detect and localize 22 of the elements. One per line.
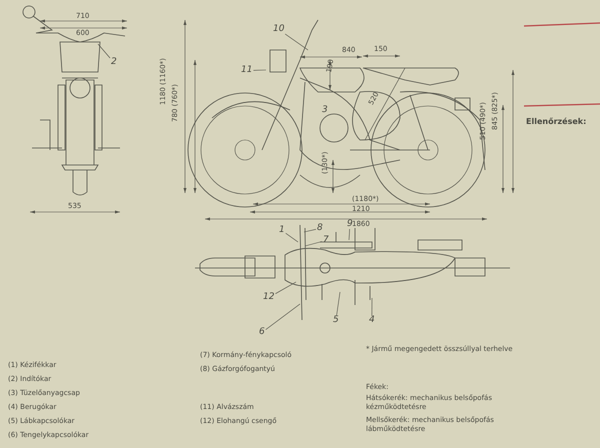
callout-number: 4 [368,316,376,325]
leader-line [284,34,308,50]
callout-number: 12 [262,293,276,302]
leader-line [285,232,298,242]
callout-number: 3 [322,106,328,115]
leader-line [275,282,296,294]
callout-number: 10 [272,25,286,34]
callout-number: 6 [258,328,266,337]
section-heading: Ellenőrzések: [526,118,586,126]
leader-line [304,241,322,246]
leader-line [98,44,110,58]
leader-line [348,228,350,240]
leader-line [304,229,316,232]
leader-line [265,304,300,330]
callout-number: 1 [278,226,286,235]
leader-line [336,292,340,316]
callout-number: 8 [316,224,324,233]
leader-line [253,70,266,71]
callout-number: 2 [110,58,118,67]
callout-number: 9 [346,220,354,229]
callout-number: 11 [240,66,254,75]
callout-number: 5 [332,316,340,325]
